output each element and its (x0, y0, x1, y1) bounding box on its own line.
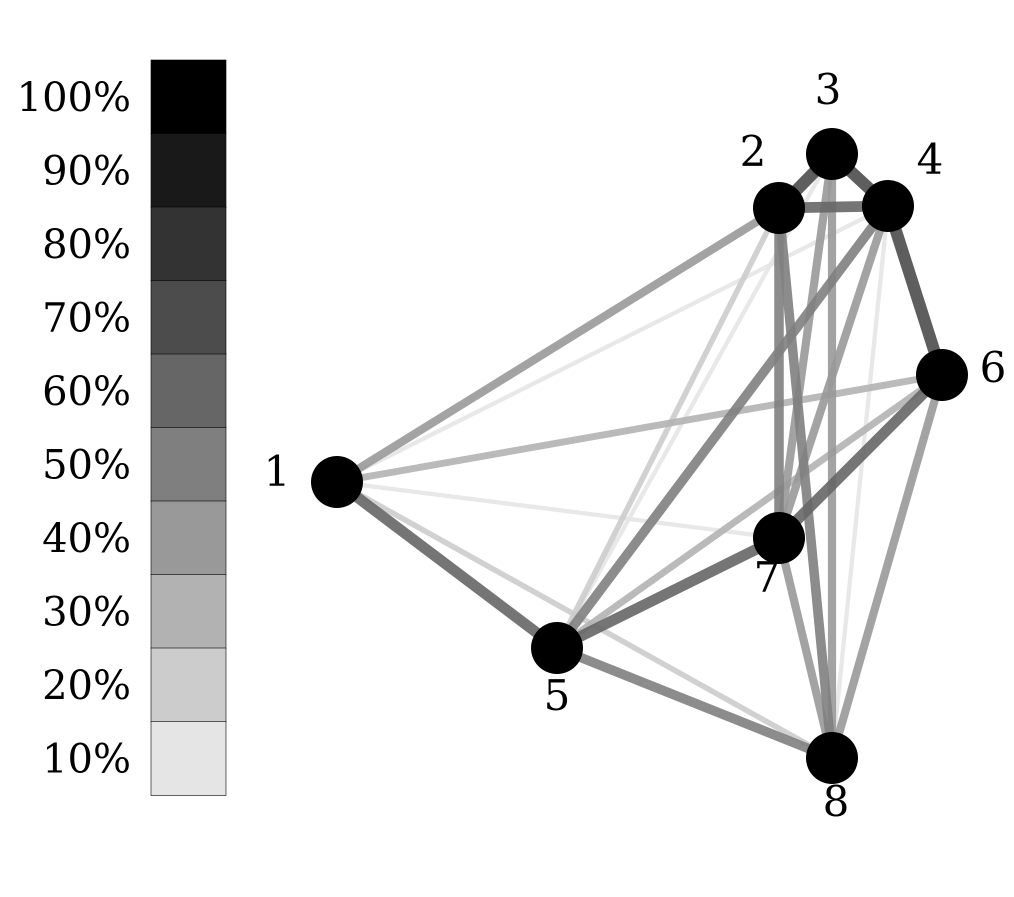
node-8 (806, 732, 858, 784)
legend-swatch-40 (150, 500, 227, 576)
legend-label-20: 20% (42, 663, 131, 709)
node-label-3: 3 (815, 65, 842, 114)
edge-1-8 (334, 479, 835, 761)
legend-swatch-70 (150, 280, 227, 355)
edge-1-7 (334, 479, 782, 541)
edge-3-7 (774, 149, 837, 543)
legend-swatch-10 (150, 721, 227, 796)
legend: 100% 90% 80% 70% 60% 50% 40% 30% 20% 10% (17, 59, 227, 796)
legend-swatch-100 (150, 59, 227, 135)
edge-6-7 (773, 369, 948, 544)
legend-label-60: 60% (42, 369, 131, 415)
legend-label-50: 50% (42, 442, 131, 488)
edge-1-4 (334, 203, 891, 485)
legend-swatch-80 (150, 206, 227, 282)
node-label-2: 2 (740, 127, 767, 176)
edge-4-7 (774, 201, 893, 543)
edge-1-5 (331, 476, 563, 654)
node-label-5: 5 (544, 671, 571, 720)
edge-6-8 (827, 370, 947, 763)
node-layer (311, 128, 968, 784)
legend-label-10: 10% (42, 736, 131, 782)
node-label-4: 4 (917, 135, 944, 184)
legend-label-30: 30% (42, 589, 131, 635)
legend-swatch-50 (150, 427, 227, 502)
node-label-8: 8 (823, 777, 850, 826)
node-label-6: 6 (980, 343, 1007, 392)
node-label-1: 1 (264, 447, 291, 496)
edge-2-8 (774, 203, 837, 763)
legend-swatch-30 (150, 574, 227, 649)
edge-5-7 (551, 532, 785, 654)
edge-2-5 (554, 205, 782, 651)
edge-4-6 (881, 199, 949, 382)
edge-4-5 (552, 201, 893, 653)
legend-swatch-60 (150, 353, 227, 429)
legend-label-100: 100% (17, 75, 131, 121)
legend-swatch-20 (150, 647, 227, 723)
edge-layer (331, 147, 949, 763)
edge-5-8 (552, 643, 837, 763)
legend-swatch-90 (150, 133, 227, 208)
node-3 (806, 128, 858, 180)
edge-1-6 (333, 371, 946, 486)
node-1 (311, 456, 363, 508)
legend-label-70: 70% (42, 295, 131, 341)
node-6 (916, 349, 968, 401)
node-label-7: 7 (754, 553, 781, 602)
legend-label-80: 80% (42, 222, 131, 268)
node-7 (753, 512, 805, 564)
edge-5-6 (553, 371, 946, 652)
legend-label-90: 90% (42, 148, 131, 194)
legend-label-40: 40% (42, 516, 131, 562)
edge-7-8 (774, 533, 837, 763)
node-2 (753, 182, 805, 234)
edge-4-8 (829, 203, 891, 761)
node-4 (862, 180, 914, 232)
edge-1-2 (332, 203, 784, 487)
node-5 (531, 622, 583, 674)
